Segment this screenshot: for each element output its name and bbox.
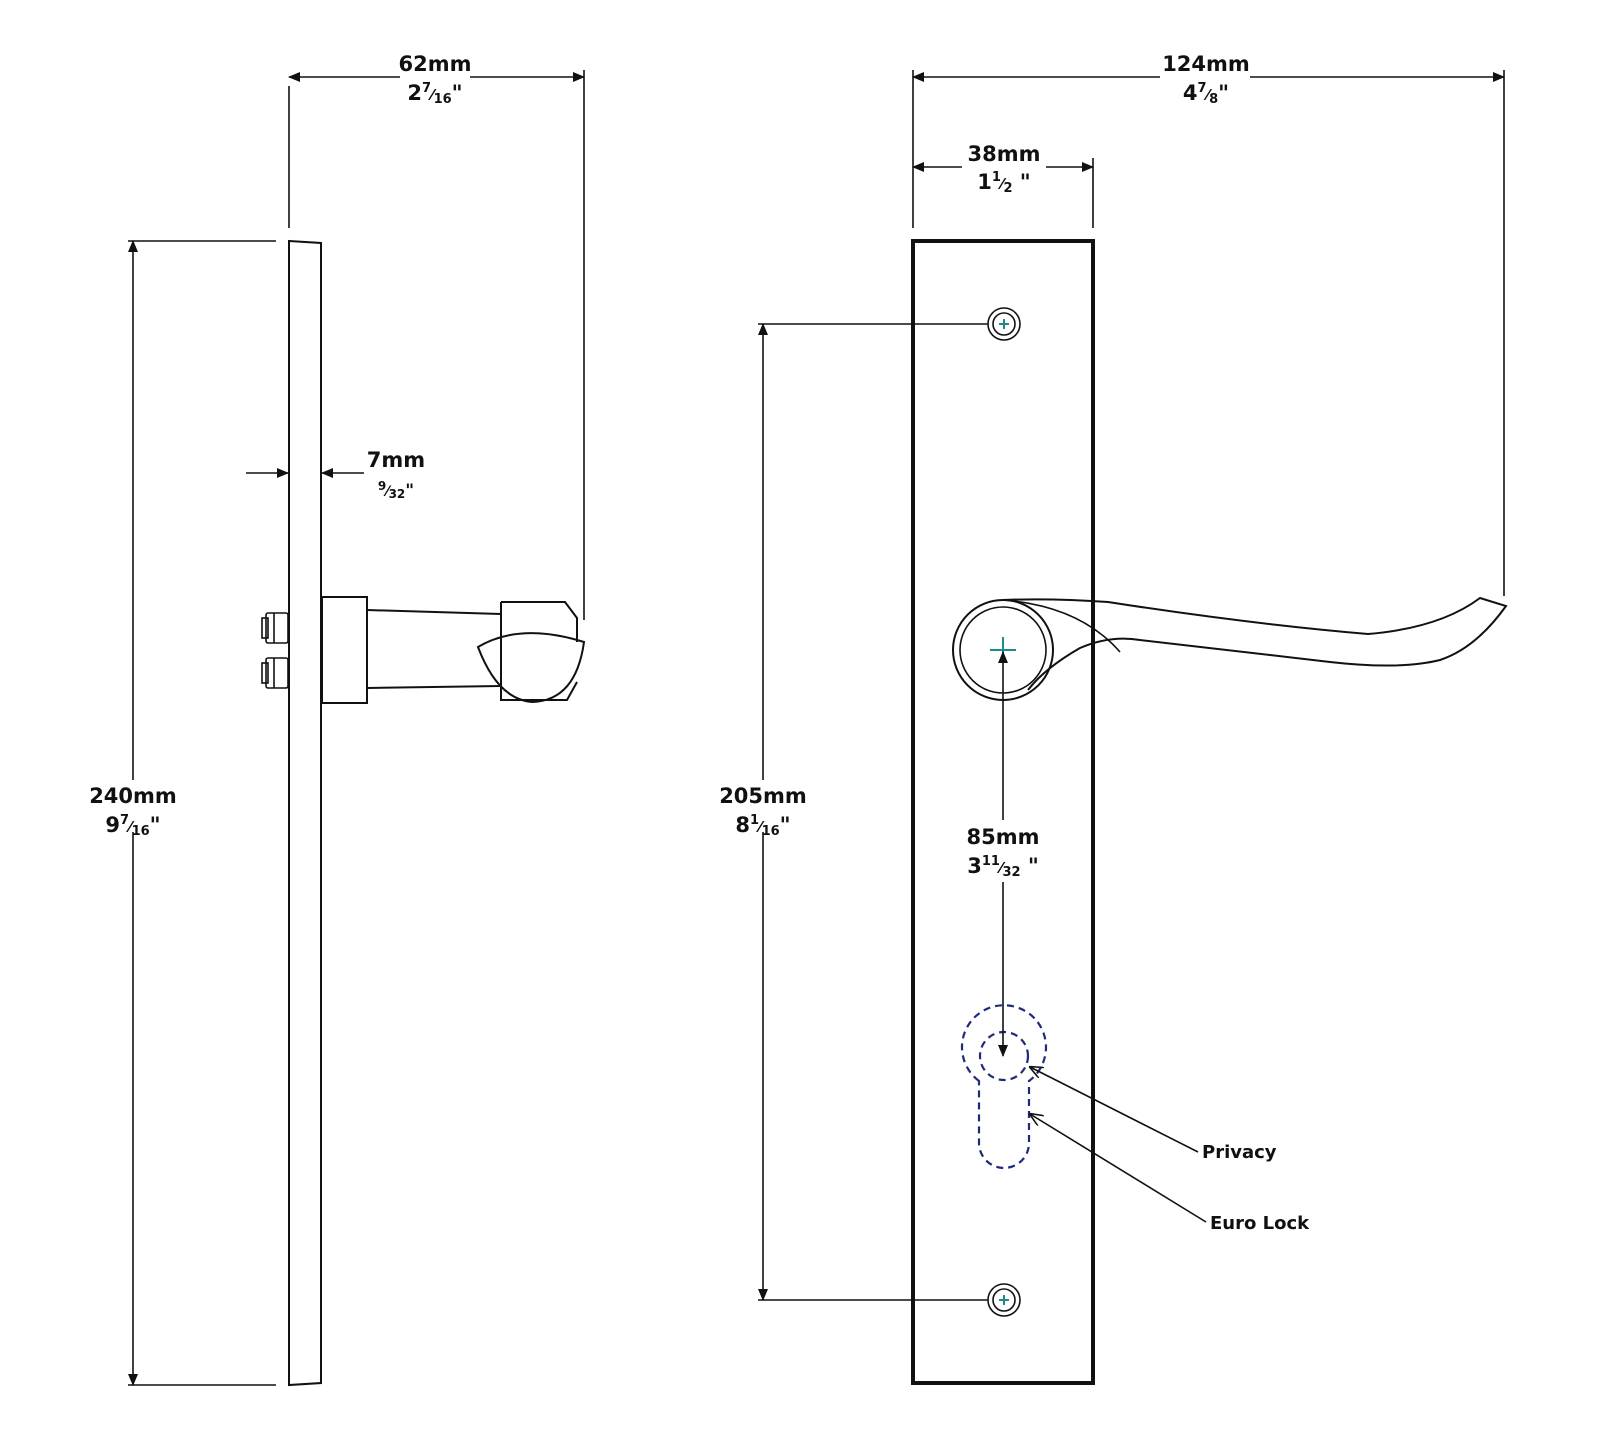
front-lever-handle — [952, 596, 1508, 701]
side-view: 62mm 27⁄16" 7mm 9⁄32" 240mm 97⁄16" — [89, 52, 586, 1387]
dim-124-mm: 124mm — [1162, 52, 1250, 76]
dim-240-imperial: 97⁄16" — [105, 813, 160, 839]
side-lever-arm — [366, 609, 502, 689]
side-lever-end — [476, 601, 586, 704]
privacy-leader — [1030, 1067, 1199, 1153]
side-fixing-bolts — [261, 612, 289, 689]
dim-240-mm: 240mm — [89, 784, 177, 808]
euro-lock-cutout — [960, 1004, 1048, 1170]
privacy-cutout — [978, 1030, 1030, 1082]
dim-62-imperial: 27⁄16" — [407, 81, 462, 107]
dim-124-imperial: 47⁄8" — [1183, 81, 1229, 107]
dim-205-mm: 205mm — [719, 784, 807, 808]
dim-62-mm: 62mm — [399, 52, 472, 76]
dim-85-imperial: 311⁄32 " — [967, 854, 1039, 880]
privacy-label: Privacy — [1202, 1142, 1277, 1163]
dim-7-imperial: 9⁄32" — [378, 479, 414, 501]
euro-lock-label: Euro Lock — [1210, 1213, 1310, 1234]
dim-38-mm: 38mm — [968, 142, 1041, 166]
side-backplate — [288, 239, 322, 1387]
side-rose — [321, 596, 368, 704]
euro-lock-leader — [1030, 1114, 1207, 1223]
dim-38-imperial: 11⁄2 " — [977, 170, 1031, 196]
dim-85-mm: 85mm — [967, 825, 1040, 849]
screw-hole-top — [987, 307, 1021, 341]
screw-hole-bottom — [987, 1283, 1021, 1317]
dim-205-imperial: 81⁄16" — [735, 813, 790, 839]
dim-7-mm: 7mm — [367, 448, 425, 472]
front-backplate — [911, 239, 1095, 1385]
front-view: 124mm 47⁄8" 38mm 11⁄2 " 205mm 81⁄16" 85m… — [719, 52, 1508, 1385]
